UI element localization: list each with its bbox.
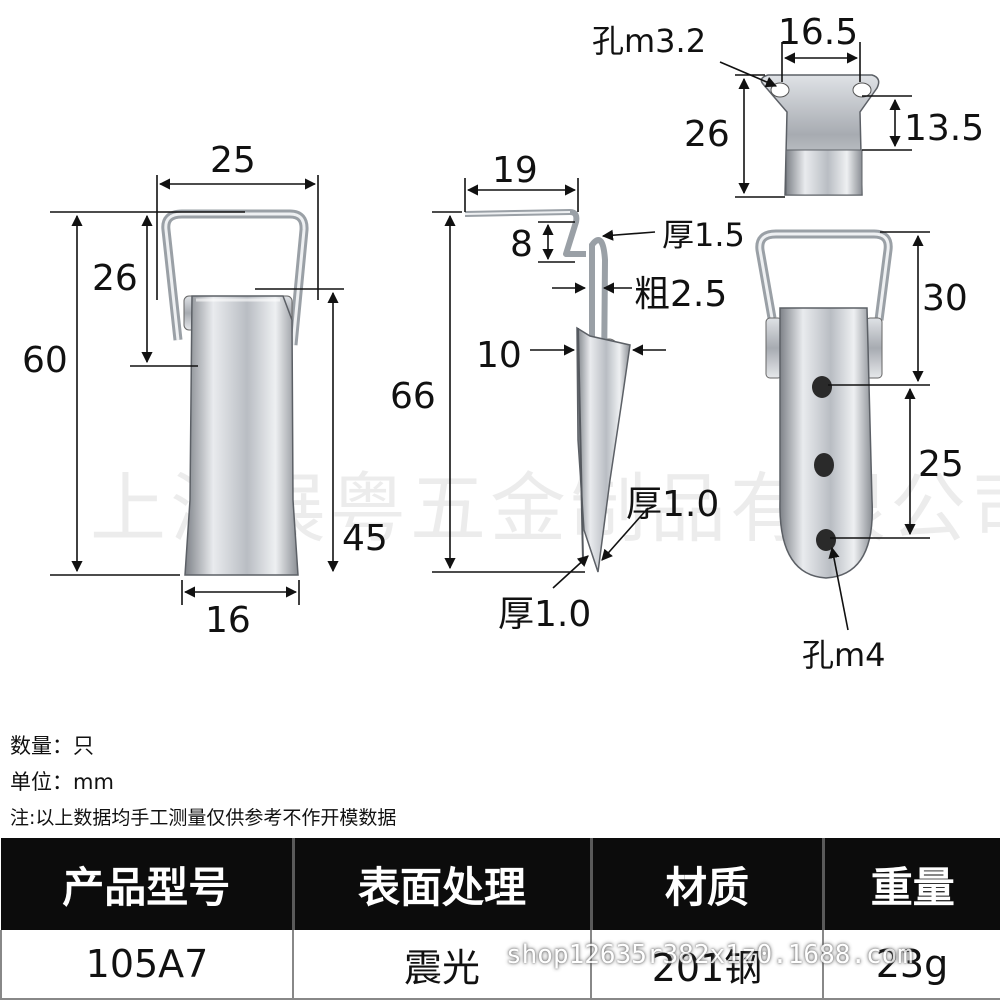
front-dim-width-top: 25 (210, 140, 256, 181)
value-model: 105A7 (0, 930, 294, 1000)
front-dim-height-total: 60 (22, 340, 68, 381)
note-remark: 注:以上数据均手工测量仅供参考不作开模数据 (10, 807, 397, 829)
header-surface-treatment: 表面处理 (293, 838, 593, 930)
side-latch-body (576, 326, 631, 573)
header-material: 材质 (591, 838, 825, 930)
back-hole-top (812, 376, 832, 398)
back-view: 30 25 孔m4 (755, 229, 968, 674)
catch-hole-right (852, 82, 872, 98)
side-dim-hook-length: 19 (492, 150, 538, 191)
spec-table: 产品型号 表面处理 材质 重量 105A7 震光 201钢 23g (0, 838, 1000, 1000)
side-dim-height-total: 66 (390, 376, 436, 417)
catch-plate-view: 孔m3.2 16.5 26 13.5 (592, 12, 984, 198)
side-dim-depth: 10 (476, 335, 522, 376)
value-material: 201钢 (591, 930, 824, 1000)
front-dim-body-width: 16 (205, 600, 251, 641)
latch-technical-drawing: 上海展粤五金制品有限公司 25 60 26 45 16 (22, 12, 1000, 674)
catch-dim-slot-height: 13.5 (904, 108, 984, 149)
front-view: 25 60 26 45 16 (22, 140, 388, 641)
side-dim-thickness-hook: 厚1.5 (662, 216, 745, 254)
header-weight: 重量 (823, 838, 1000, 930)
spec-table-header-row: 产品型号 表面处理 材质 重量 (1, 838, 1000, 930)
side-dim-hook-height: 8 (510, 224, 533, 265)
front-dim-loop-height: 26 (92, 258, 138, 299)
side-dim-thickness-plate: 厚1.0 (498, 594, 591, 635)
catch-hole-label: 孔m3.2 (592, 22, 706, 60)
back-hole-bottom (816, 529, 836, 551)
front-latch-body (184, 295, 299, 576)
shop-url-watermark: shop12635r382x1z0.1688.com (506, 940, 913, 970)
note-quantity: 数量：只 (10, 734, 94, 758)
side-dim-thickness-body: 厚1.0 (626, 484, 719, 525)
header-model: 产品型号 (1, 838, 295, 930)
back-latch-body (779, 307, 874, 579)
catch-dim-hole-spacing: 16.5 (778, 12, 858, 53)
value-surface-treatment: 震光 (293, 930, 592, 1000)
side-hook-wire (464, 209, 586, 257)
side-dim-wire-dia: 粗2.5 (634, 274, 727, 315)
back-wire-loop (755, 229, 893, 321)
back-dim-loop-height: 30 (922, 278, 968, 319)
notes-block: 数量：只 单位：mm 注:以上数据均手工测量仅供参考不作开模数据 (10, 728, 396, 836)
back-hole-middle (814, 453, 834, 477)
back-hole-label: 孔m4 (802, 636, 886, 674)
side-view: 19 8 厚1.5 粗2.5 10 66 厚1.0 厚1.0 (390, 150, 745, 635)
back-dim-hole-spacing: 25 (918, 444, 964, 485)
front-dim-body-length: 45 (342, 518, 388, 559)
value-weight: 23g (823, 930, 1000, 1000)
catch-dim-height: 26 (684, 114, 730, 155)
spec-table-value-row: 105A7 震光 201钢 23g (0, 930, 1000, 1000)
note-unit: 单位：mm (10, 770, 114, 794)
